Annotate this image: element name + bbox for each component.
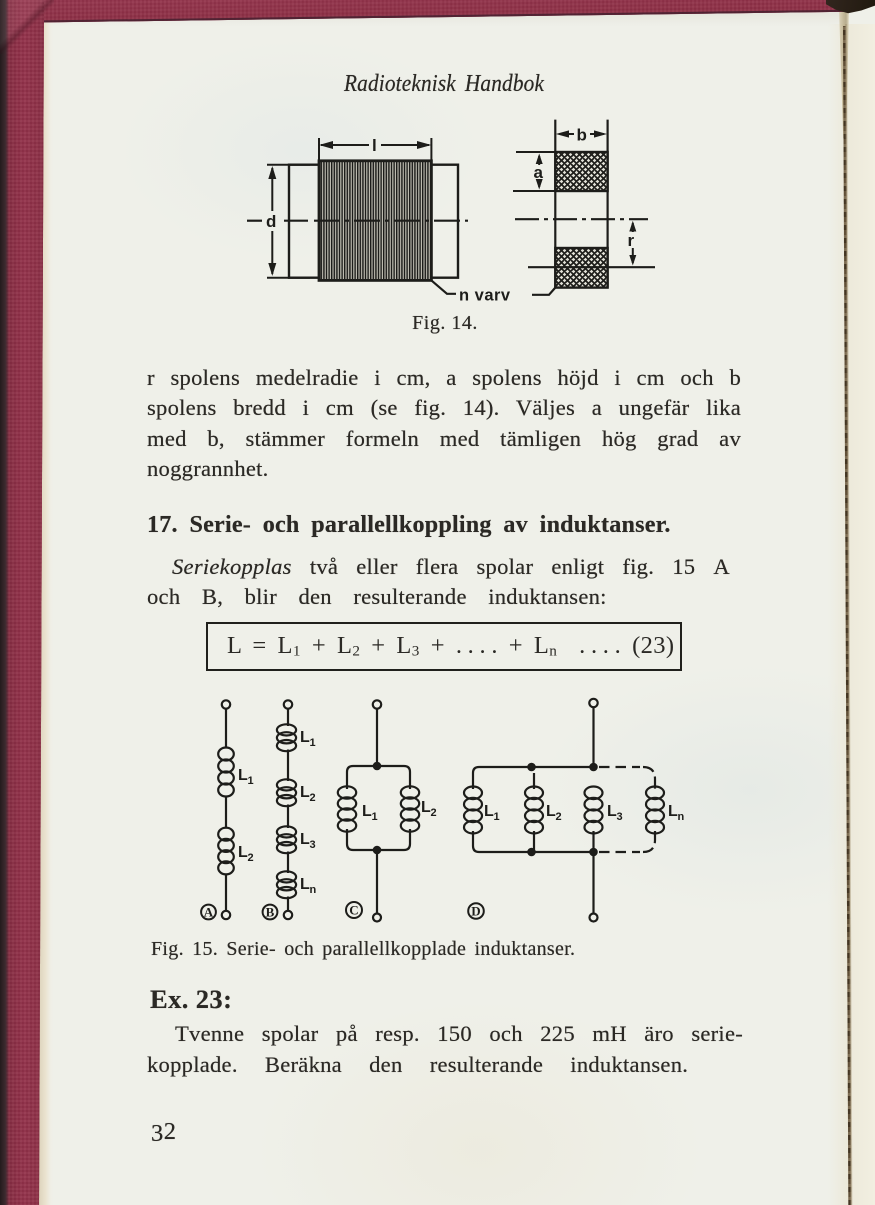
svg-text:L: L — [300, 784, 310, 801]
svg-text:1: 1 — [372, 811, 378, 823]
svg-text:1: 1 — [248, 775, 254, 787]
svg-text:L: L — [300, 831, 310, 848]
svg-text:A: A — [204, 905, 214, 920]
svg-text:2: 2 — [248, 852, 254, 864]
svg-text:2: 2 — [431, 807, 437, 819]
svg-text:L: L — [238, 767, 248, 784]
svg-text:n: n — [310, 884, 317, 896]
svg-text:L: L — [484, 803, 494, 820]
svg-text:2: 2 — [310, 792, 316, 804]
svg-text:n: n — [678, 811, 685, 823]
svg-text:r: r — [628, 231, 635, 250]
svg-text:3: 3 — [310, 839, 316, 851]
svg-text:L: L — [668, 803, 678, 820]
svg-text:L: L — [607, 803, 617, 820]
svg-text:n varv: n varv — [459, 287, 511, 305]
svg-text:L: L — [546, 803, 556, 820]
svg-text:B: B — [266, 905, 275, 920]
svg-text:3: 3 — [617, 811, 623, 823]
svg-text:L: L — [300, 876, 310, 893]
svg-text:2: 2 — [556, 811, 562, 823]
svg-text:L: L — [238, 844, 248, 861]
svg-text:1: 1 — [310, 737, 316, 749]
svg-text:L: L — [421, 799, 431, 816]
svg-text:d: d — [266, 212, 276, 231]
svg-text:D: D — [471, 904, 480, 919]
svg-text:l: l — [372, 136, 377, 155]
svg-text:L: L — [362, 803, 372, 820]
svg-text:1: 1 — [494, 811, 500, 823]
svg-text:L: L — [300, 729, 310, 746]
svg-text:b: b — [577, 126, 587, 145]
svg-text:C: C — [349, 903, 358, 918]
svg-text:a: a — [534, 163, 544, 182]
